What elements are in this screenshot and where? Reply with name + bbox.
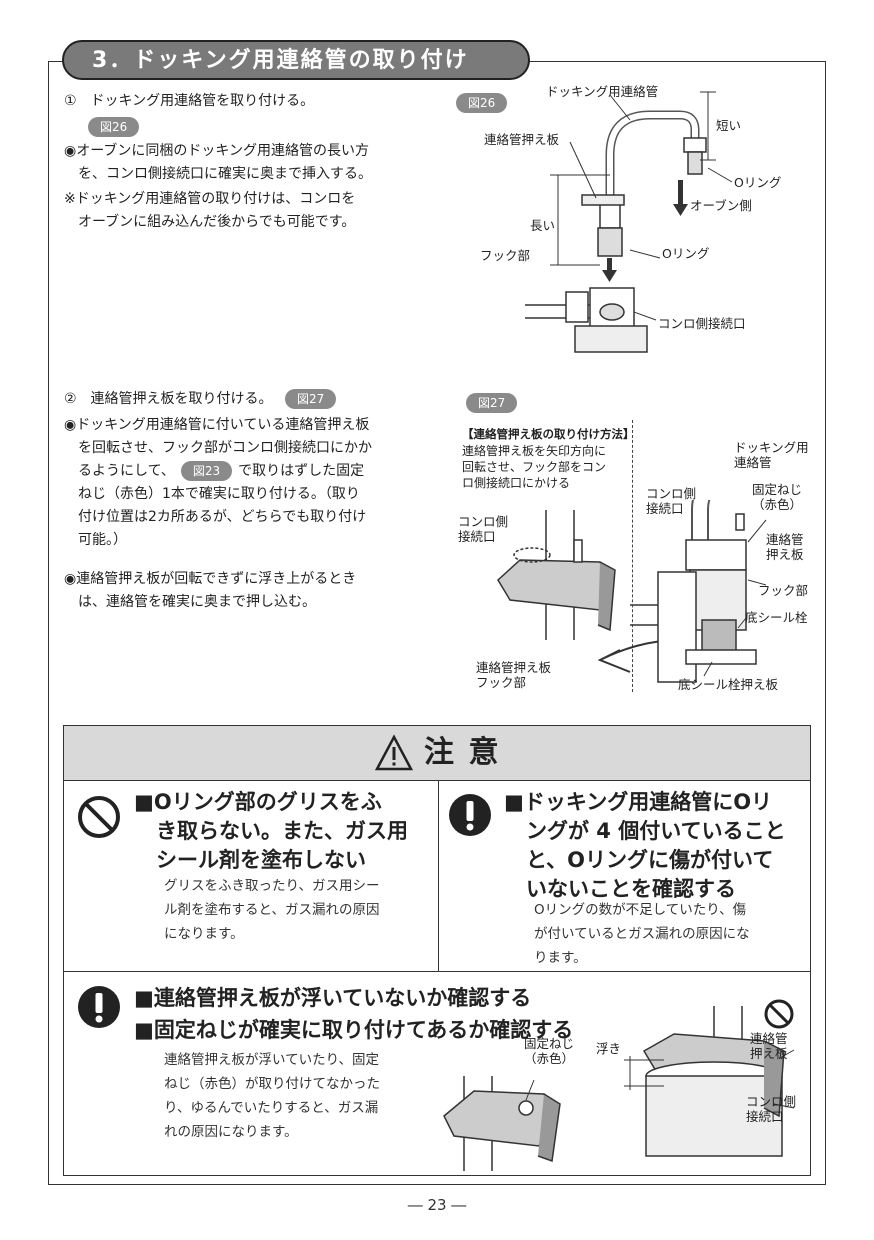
fig27-left-plate-label: 連絡管押え板 フック部 <box>476 660 552 690</box>
fig27-right-plate-label: 連絡管 押え板 <box>766 532 804 562</box>
fig26-oring-top-label: Oリング <box>734 175 782 190</box>
caution-c-title-2: ■固定ねじが確実に取り付けてあるか確認する <box>134 1018 574 1042</box>
caution-a-title: ■Oリング部のグリスをふ き取らない。また、ガス用 シール剤を塗布しない <box>134 790 408 872</box>
fig26-ref: 図26 <box>88 116 140 137</box>
fig27-method-text: 連絡管押え板を矢印方向に 回転させ、フック部をコン ロ側接続口にかける <box>462 444 607 490</box>
caution-box: 注 意 ■Oリング部のグリスをふ き取らない。また、ガス用 シール剤を塗布しない… <box>63 725 811 1176</box>
step2-bullet1: ◉ドッキング用連絡管に付いている連絡管押え板 を回転させ、フック部がコンロ側接続… <box>64 417 372 548</box>
mandatory-icon <box>78 986 120 1028</box>
step2-bullet2: ◉連絡管押え板が回転できずに浮き上がるとき は、連絡管を確実に奥まで押し込む。 <box>64 571 357 610</box>
caution-c-body: 連絡管押え板が浮いていたり、固定 ねじ（赤色）が取り付けてなかった り、ゆるんで… <box>164 1052 380 1140</box>
caution-c-fig-float-label: 浮き <box>596 1041 622 1056</box>
caution-header: 注 意 <box>64 726 810 781</box>
caution-row-divider <box>64 971 810 972</box>
fig26-illustration <box>525 91 733 353</box>
fig27-right-pipe-label: ドッキング用 連絡管 <box>734 440 809 470</box>
fig26-connector-label: コンロ側接続口 <box>658 316 746 331</box>
fig27-ref: 図27 <box>285 389 337 409</box>
fig27-left-conn-label: コンロ側 接続口 <box>458 514 509 544</box>
caution-a-body: グリスをふき取ったり、ガス用シー ル剤を塗布すると、ガス漏れの原因 になります。 <box>164 878 380 942</box>
step1-heading: ① ドッキング用連絡管を取り付ける。 <box>64 93 315 109</box>
fig26-short-label: 短い <box>716 118 742 133</box>
fig26-pipe-label: ドッキング用連絡管 <box>546 84 659 99</box>
caution-c-illustration <box>443 999 795 1171</box>
fig27-right-hook-label: フック部 <box>758 583 809 598</box>
fig27-right-screw-label: 固定ねじ （赤色） <box>752 482 803 512</box>
fig26-plate-label: 連絡管押え板 <box>484 132 560 147</box>
fig26-long-label: 長い <box>530 218 556 233</box>
fig23-ref: 図23 <box>180 461 233 481</box>
fig27-right-plug-label: 底シール栓 <box>745 610 808 625</box>
fig26-oring-bottom-label: Oリング <box>662 246 710 261</box>
caution-b-body: Oリングの数が不足していたり、傷 が付いているとガス漏れの原因にな ります。 <box>534 902 750 966</box>
caution-c-title-1: ■連絡管押え板が浮いていないか確認する <box>134 986 532 1010</box>
step1-note: ※ドッキング用連絡管の取り付けは、コンロを オーブンに組み込んだ後からでも可能で… <box>64 191 356 230</box>
caution-b-title: ■ドッキング用連絡管にOリ ングが 4 個付いていること と、Oリングに傷が付い… <box>504 790 786 901</box>
caution-c-fig-screw-label: 固定ねじ （赤色） <box>524 1036 575 1066</box>
step1-bullet: ◉オーブンに同梱のドッキング用連絡管の長い方 を、コンロ側接続口に確実に奥まで挿… <box>64 143 372 182</box>
caution-c-fig-plate-label: 連絡管 押え板 <box>750 1031 788 1061</box>
fig27-right-plug-plate-label: 底シール栓押え板 <box>678 677 779 692</box>
fig26-oven-side-label: オーブン側 <box>690 198 752 213</box>
fig26-badge: 図26 <box>456 92 508 113</box>
prohibited-icon <box>78 796 120 838</box>
fig27-right-conn-label: コンロ側 接続口 <box>646 486 697 516</box>
fig27-illustration <box>497 500 767 683</box>
caution-c-fig-conn-label: コンロ側 接続口 <box>746 1094 797 1124</box>
fig27-badge: 図27 <box>466 392 518 413</box>
fig26-hook-label: フック部 <box>480 248 531 263</box>
fig27-divider <box>632 420 633 692</box>
caution-column-divider <box>438 781 439 971</box>
step2-heading: ② 連絡管押え板を取り付ける。 図27 <box>64 388 337 411</box>
caution-title: 注 意 <box>424 735 501 770</box>
mandatory-icon <box>449 794 491 836</box>
page-number: ― 23 ― <box>407 1196 467 1214</box>
fig27-method-title: 【連絡管押え板の取り付け方法】 <box>462 427 635 441</box>
section-title: 3．ドッキング用連絡管の取り付け <box>62 40 530 80</box>
warning-triangle-icon <box>374 734 414 771</box>
